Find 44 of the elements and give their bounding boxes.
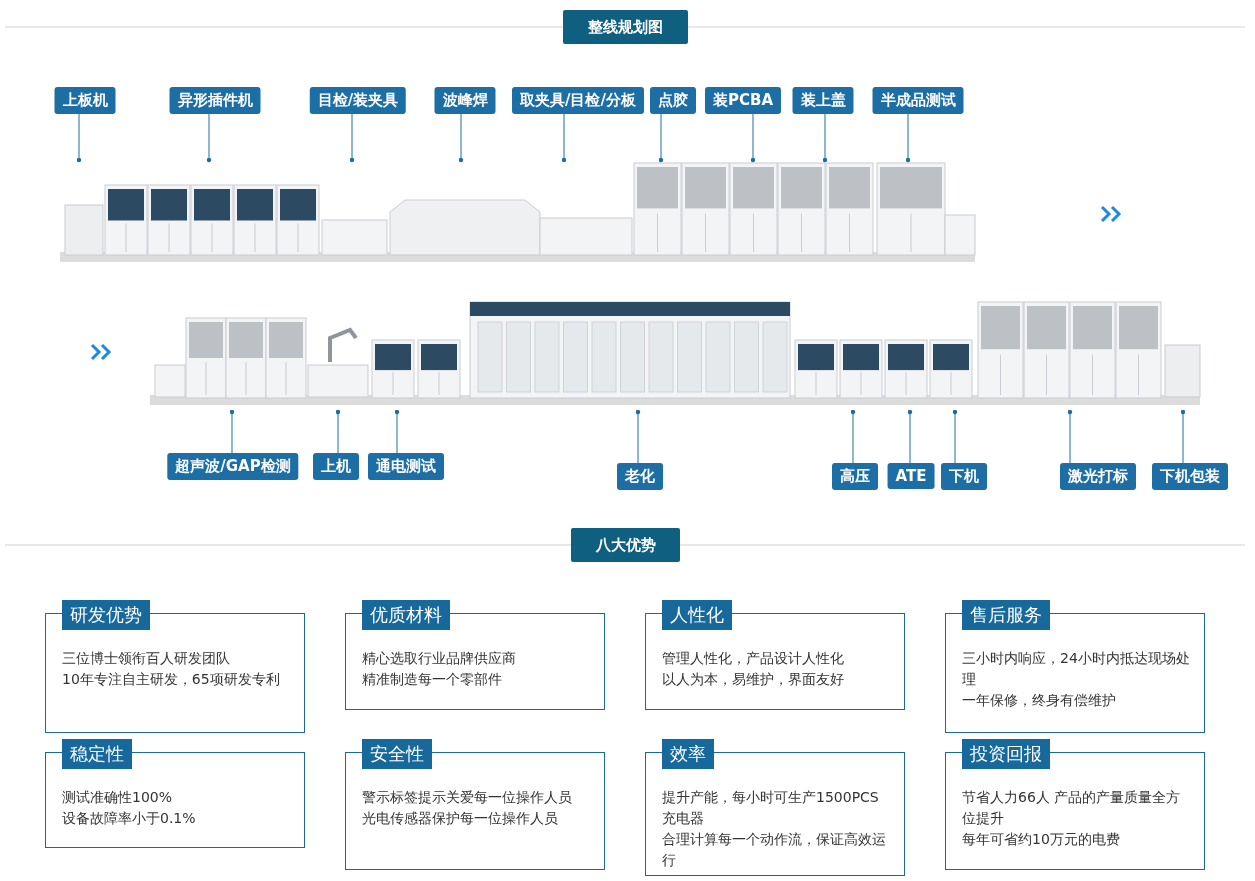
station-label: 超声波/GAP检测 — [167, 453, 299, 480]
card-text: 管理人性化，产品设计人性化 — [662, 649, 845, 668]
station-label: 目检/装夹具 — [309, 87, 407, 114]
station-label: 高压 — [832, 463, 878, 490]
card-text: 一年保修，终身有偿维护 — [962, 691, 1117, 710]
station-label: 通电测试 — [368, 453, 444, 480]
card-heading: 研发优势 — [62, 600, 150, 630]
section-heading: 整线规划图 — [563, 10, 688, 44]
card-heading: 优质材料 — [362, 600, 450, 630]
station-label: 上机 — [313, 453, 359, 480]
card-text: 设备故障率小于0.1% — [62, 809, 197, 828]
card-text: 节省人力66人 产品的产量质量全方位提升 — [962, 788, 1182, 828]
station-label: 取夹具/目检/分板 — [512, 87, 644, 114]
station-label: 异形插件机 — [169, 87, 261, 114]
station-label: 波峰焊 — [434, 87, 496, 114]
card-text: 光电传感器保护每一位操作人员 — [362, 809, 559, 828]
card-text: 三小时内响应，24小时内抵达现场处理 — [962, 649, 1190, 689]
station-label: 装PCBA — [705, 87, 781, 114]
card-text: 警示标签提示关爱每一位操作人员 — [362, 788, 573, 807]
card-text: 提升产能，每小时可生产1500PCS充电器 — [662, 788, 880, 828]
card-heading: 人性化 — [662, 600, 732, 630]
card-heading: 售后服务 — [962, 600, 1050, 630]
card-text: 精心选取行业品牌供应商 — [362, 649, 517, 668]
station-label: 下机 — [941, 463, 987, 490]
station-label: 老化 — [617, 463, 663, 490]
station-label: 半成品测试 — [872, 87, 964, 114]
card-text: 每年可省约10万元的电费 — [962, 830, 1121, 849]
station-label: 上板机 — [54, 87, 116, 114]
card-text: 测试准确性100% — [62, 788, 174, 807]
card-text: 合理计算每一个动作流，保证高效运行 — [662, 830, 887, 870]
card-text: 以人为本，易维护，界面友好 — [662, 670, 845, 689]
station-label: 装上盖 — [792, 87, 854, 114]
card-text: 精准制造每一个零部件 — [362, 670, 503, 689]
card-heading: 效率 — [662, 739, 714, 769]
card-heading: 安全性 — [362, 739, 432, 769]
card-text: 10年专注自主研发，65项研发专利 — [62, 670, 281, 689]
station-label: 激光打标 — [1060, 463, 1136, 490]
station-label: 点胶 — [650, 87, 696, 114]
card-text: 三位博士领衔百人研发团队 — [62, 649, 231, 668]
section-heading: 八大优势 — [571, 528, 680, 562]
card-heading: 稳定性 — [62, 739, 132, 769]
station-label: 下机包装 — [1152, 463, 1228, 490]
station-label: ATE — [887, 463, 935, 489]
card-heading: 投资回报 — [962, 739, 1050, 769]
